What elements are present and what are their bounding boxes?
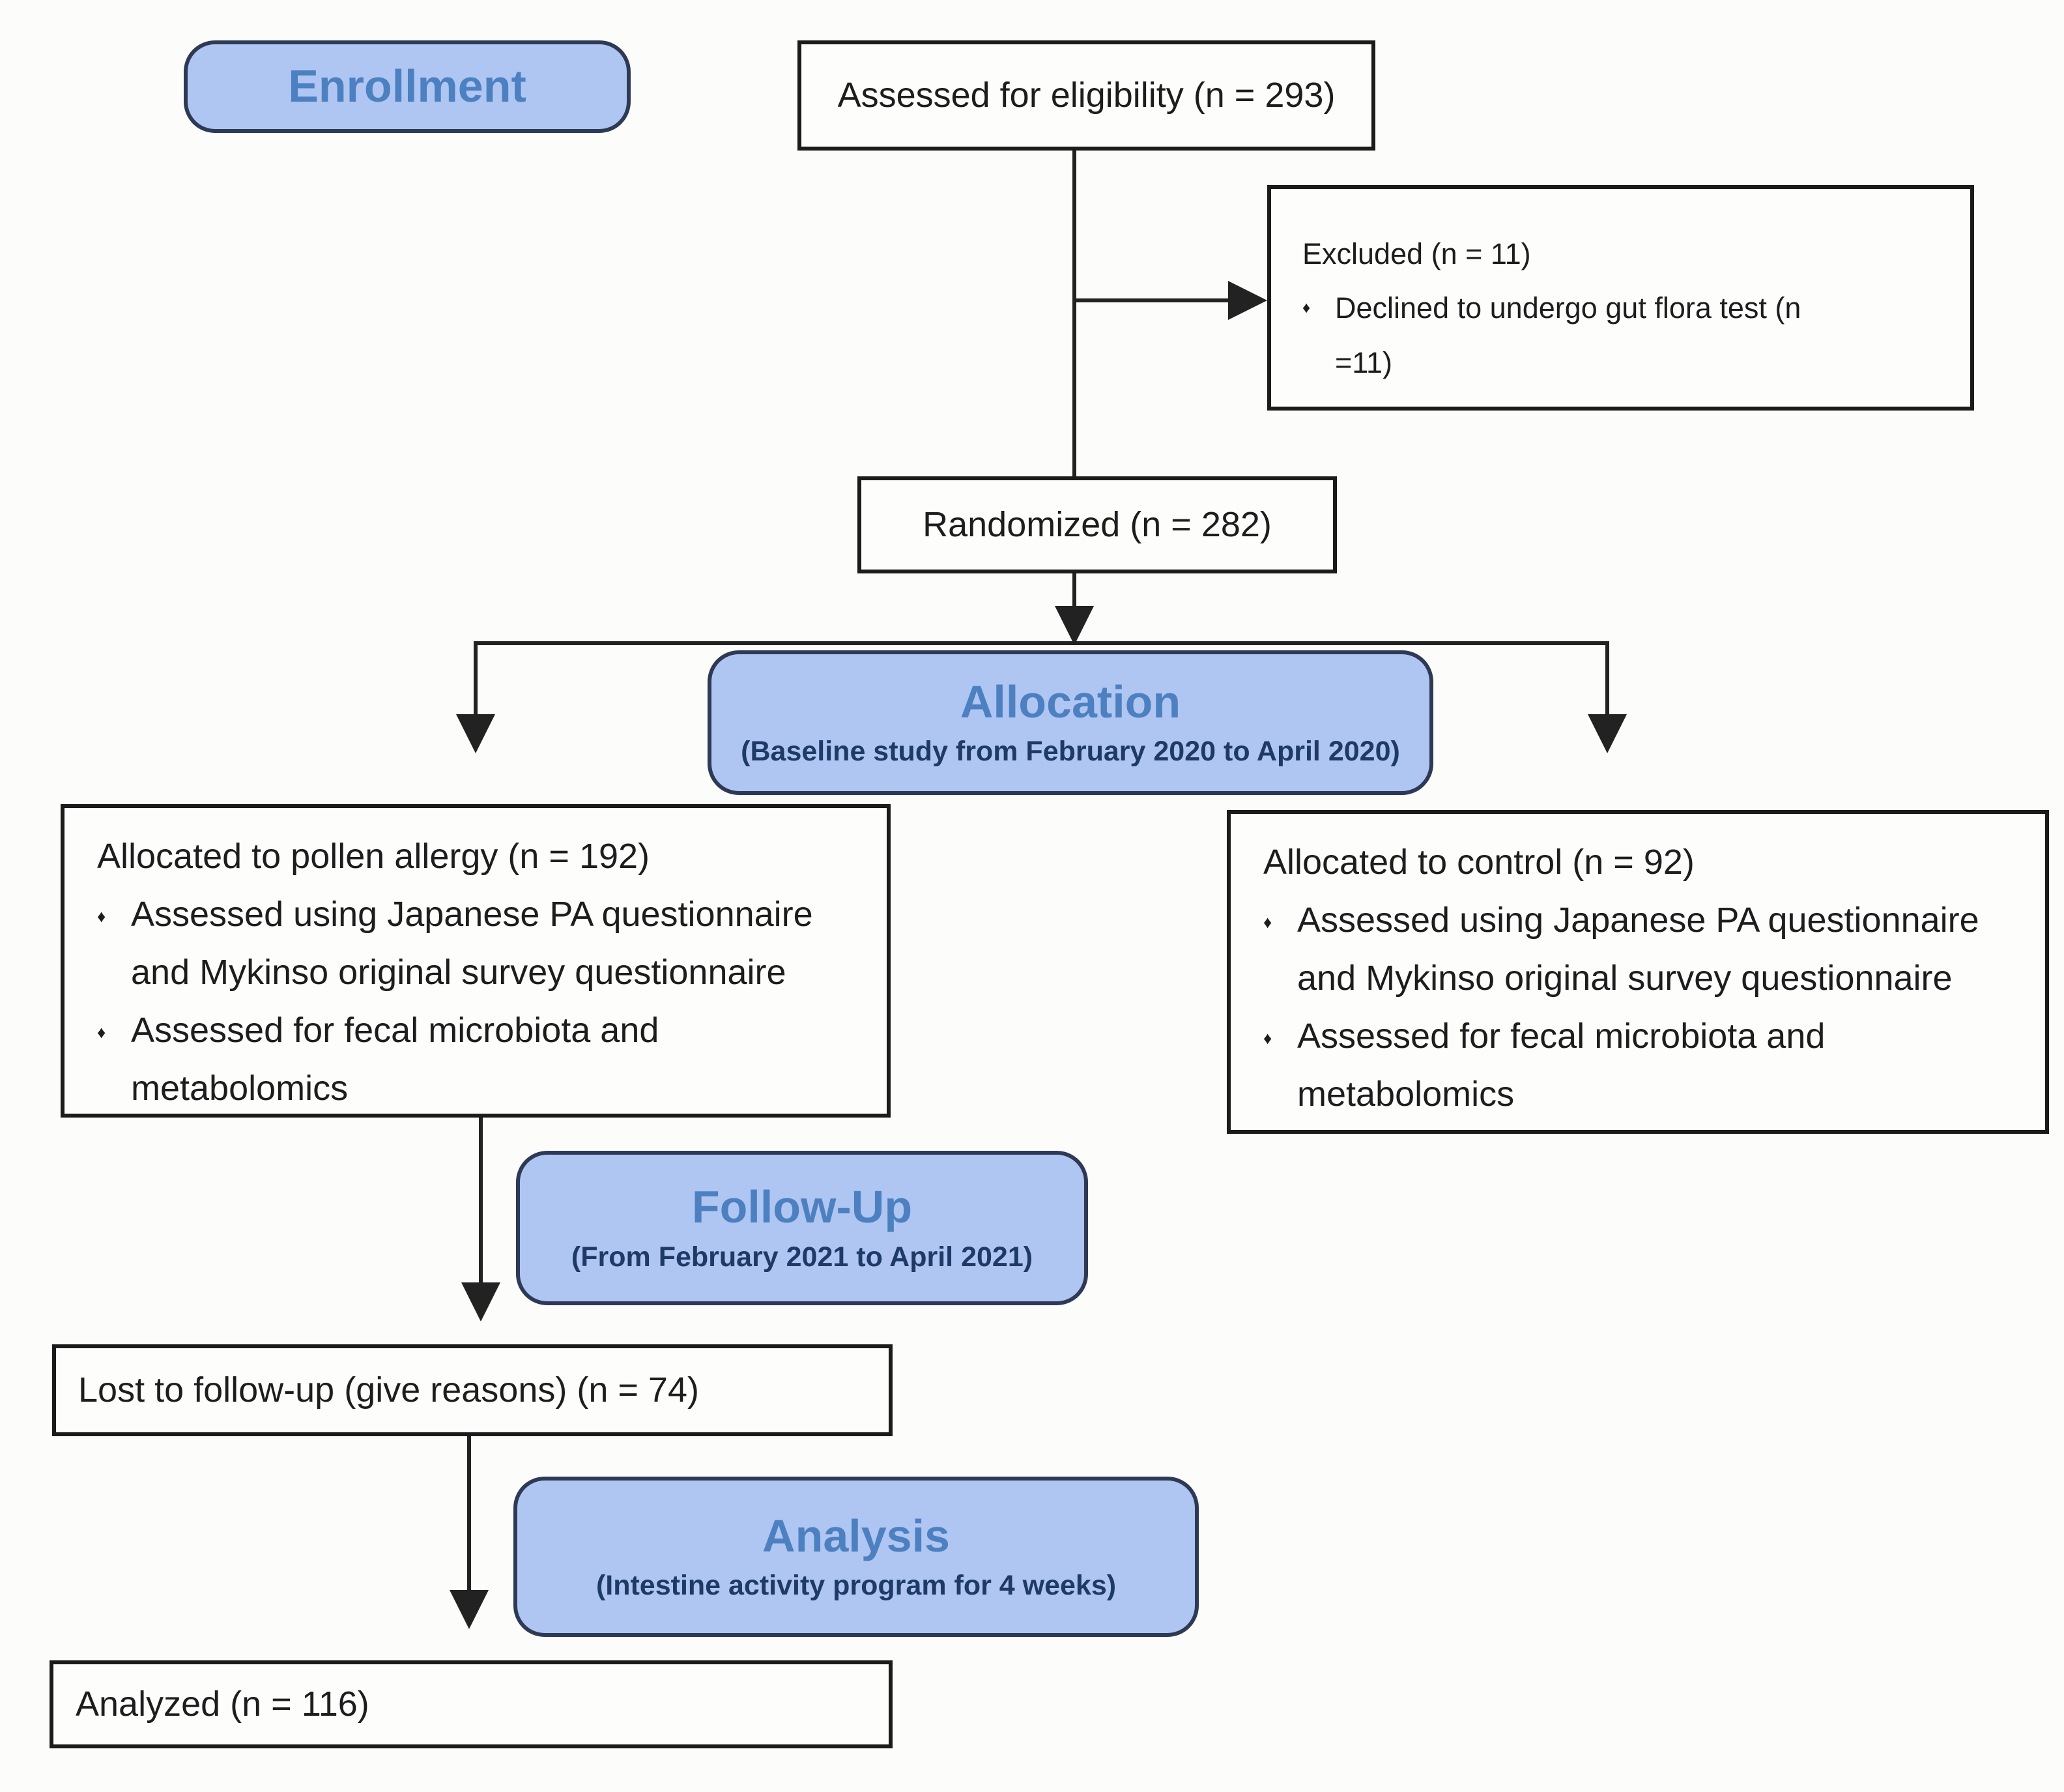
assessed-eligibility-text: Assessed for eligibility (n = 293) [837, 76, 1336, 115]
bullet-item: ♦ Assessed using Japanese PA questionnai… [97, 886, 857, 1002]
connector-branch-right [1605, 641, 1609, 715]
arrowhead-lost-followup [461, 1282, 500, 1322]
connector-branch-left [474, 641, 478, 715]
connector-pollen-to-lost [479, 1118, 483, 1284]
stage-title: Enrollment [288, 61, 526, 112]
stage-title: Follow-Up [691, 1181, 913, 1233]
stage-analysis: Analysis (Intestine activity program for… [513, 1477, 1199, 1637]
randomized-box: Randomized (n = 282) [857, 476, 1337, 573]
arrowhead-allocated-control [1588, 714, 1627, 753]
arrowhead-analyzed [450, 1590, 489, 1629]
randomized-text: Randomized (n = 282) [923, 505, 1272, 545]
allocated-control-box: Allocated to control (n = 92) ♦ Assessed… [1227, 810, 2049, 1134]
arrowhead-excluded [1228, 281, 1267, 320]
bullet-item: ♦ Assessed for fecal microbiota and meta… [97, 1002, 857, 1118]
bullet-item: ♦ Assessed using Japanese PA questionnai… [1263, 891, 2016, 1007]
bullet-item: ♦ Assessed for fecal microbiota and meta… [1263, 1007, 2016, 1123]
stage-followup: Follow-Up (From February 2021 to April 2… [516, 1151, 1088, 1305]
stage-title: Analysis [762, 1510, 950, 1561]
stage-title: Allocation [960, 676, 1181, 727]
bullet-text: Assessed for fecal microbiota and metabo… [131, 1011, 659, 1108]
bullet-item: ♦ Declined to undergo gut flora test (n … [1302, 281, 1944, 390]
assessed-eligibility-box: Assessed for eligibility (n = 293) [797, 40, 1375, 151]
connector-lost-to-analyzed [467, 1436, 471, 1591]
excluded-title: Excluded (n = 11) [1302, 237, 1531, 270]
diamond-bullet-icon: ♦ [1302, 299, 1311, 317]
bullet-text: Assessed for fecal microbiota and metabo… [1297, 1017, 1826, 1114]
connector-allocation-branch [476, 641, 1609, 645]
bullet-text: Assessed using Japanese PA questionnaire… [131, 895, 813, 992]
analyzed-box: Analyzed (n = 116) [50, 1660, 893, 1748]
stage-note: (Intestine activity program for 4 weeks) [595, 1570, 1117, 1602]
arrowhead-branch [1055, 606, 1094, 645]
diamond-bullet-icon: ♦ [1263, 1028, 1272, 1048]
diamond-bullet-icon: ♦ [97, 1022, 106, 1043]
bullet-text: Assessed using Japanese PA questionnaire… [1297, 901, 1979, 998]
bullet-text: Declined to undergo gut flora test (n =1… [1335, 291, 1801, 379]
lost-followup-text: Lost to follow-up (give reasons) (n = 74… [78, 1370, 699, 1410]
connector-to-excluded [1074, 298, 1228, 302]
stage-note: (Baseline study from February 2020 to Ap… [741, 736, 1400, 768]
stage-note: (From February 2021 to April 2021) [571, 1241, 1033, 1273]
allocated-control-title: Allocated to control (n = 92) [1263, 843, 1695, 882]
lost-followup-box: Lost to follow-up (give reasons) (n = 74… [52, 1344, 893, 1436]
stage-enrollment: Enrollment [184, 40, 631, 133]
allocated-pollen-title: Allocated to pollen allergy (n = 192) [97, 837, 650, 876]
analyzed-text: Analyzed (n = 116) [76, 1684, 369, 1724]
allocated-pollen-box: Allocated to pollen allergy (n = 192) ♦ … [61, 804, 891, 1118]
diamond-bullet-icon: ♦ [97, 906, 106, 927]
connector-randomized-to-branch [1072, 573, 1076, 607]
arrowhead-allocated-pollen [456, 714, 495, 753]
diamond-bullet-icon: ♦ [1263, 912, 1272, 932]
stage-allocation: Allocation (Baseline study from February… [708, 650, 1433, 795]
excluded-box: Excluded (n = 11) ♦ Declined to undergo … [1267, 185, 1974, 411]
connector-assessed-to-randomized [1072, 151, 1076, 476]
